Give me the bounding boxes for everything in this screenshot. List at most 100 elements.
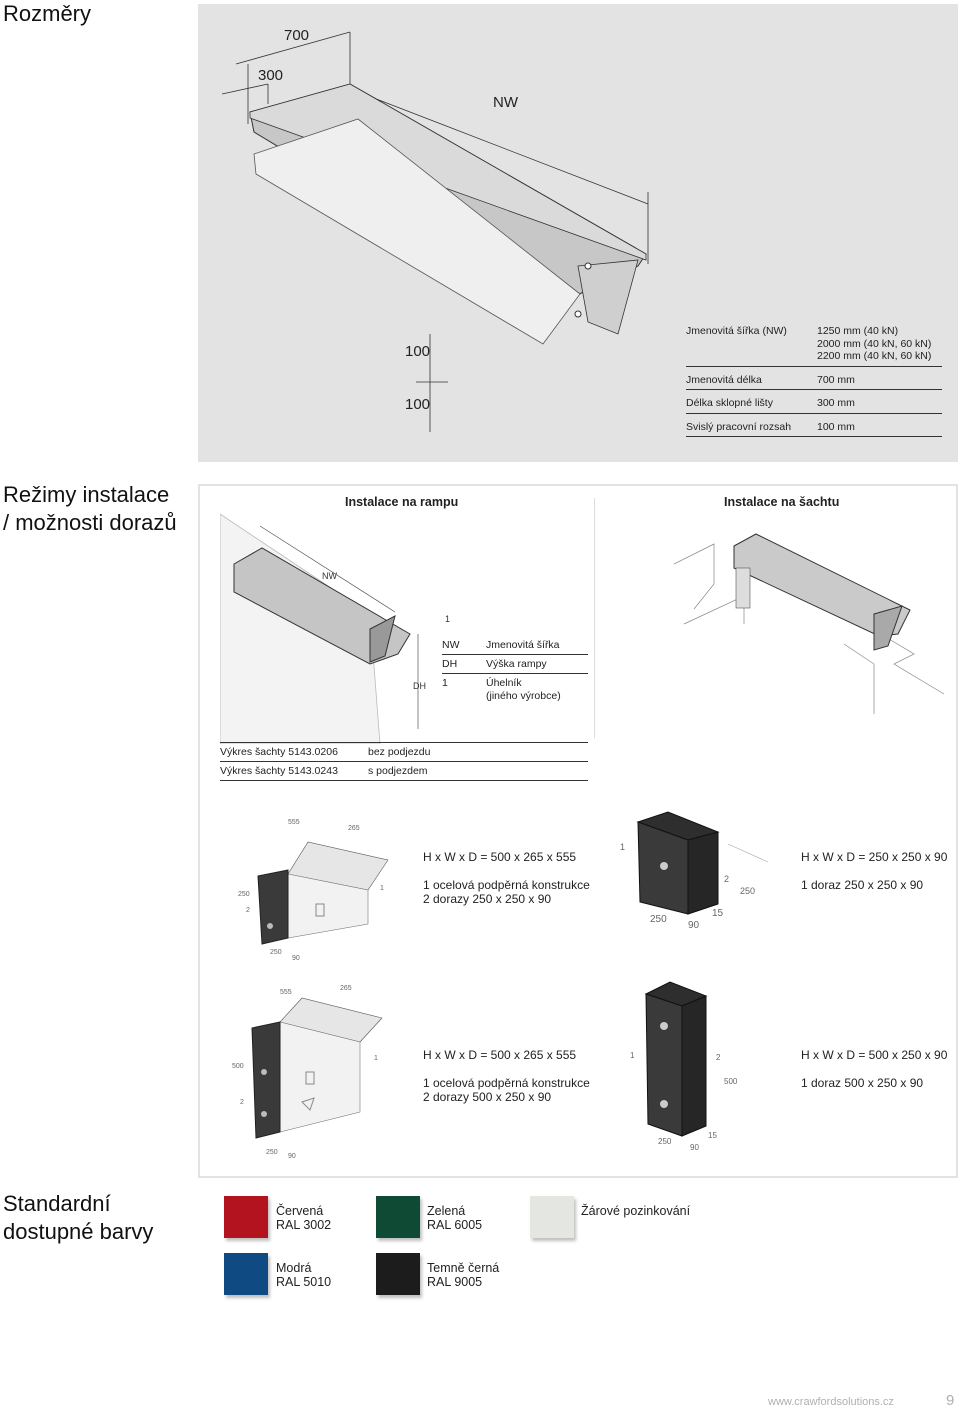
bumper-line: 1 ocelová podpěrná konstrukce <box>423 878 590 892</box>
ramp-dh-label: DH <box>413 681 426 691</box>
b3-bottom2: 90 <box>288 1153 296 1160</box>
ramp-one-label: 1 <box>445 614 450 624</box>
dim-700: 700 <box>284 27 310 44</box>
bumper-dims: H x W x D = 500 x 265 x 555 <box>423 850 577 864</box>
legend-desc: Výška rampy <box>486 658 547 670</box>
bumper-spec-4: H x W x D = 500 x 250 x 90 1 doraz 500 x… <box>801 1048 947 1090</box>
b2-two: 2 <box>724 874 729 884</box>
spec-value: 1250 mm (40 kN) 2000 mm (40 kN, 60 kN) 2… <box>817 325 942 363</box>
bumper-spec-1: H x W x D = 500 x 265 x 555 1 ocelová po… <box>423 850 590 906</box>
spec-row: Jmenovitá šířka (NW) 1250 mm (40 kN) 200… <box>686 322 942 367</box>
bumper-line: 1 doraz 250 x 250 x 90 <box>801 878 924 892</box>
spec-table: Jmenovitá šířka (NW) 1250 mm (40 kN) 200… <box>686 322 942 437</box>
color-swatch-blue <box>224 1253 268 1295</box>
legend-abbr: DH <box>442 658 458 670</box>
bumper-spec-3: H x W x D = 500 x 265 x 555 1 ocelová po… <box>423 1048 590 1104</box>
bumper-spec-2: H x W x D = 250 x 250 x 90 1 doraz 250 x… <box>801 850 947 892</box>
section-title-installation: Režimy instalace / možnosti dorazů <box>3 481 177 537</box>
legend-row: NW Jmenovitá šířka <box>442 636 588 655</box>
b2-bottom3: 15 <box>712 908 724 919</box>
ramp-installation-drawing: NW DH 1 <box>220 513 450 744</box>
drawing-ref-row: Výkres šachty 5143.0243 s podjezdem <box>220 762 588 781</box>
bumper-line: 1 ocelová podpěrná konstrukce <box>423 1076 590 1090</box>
bumper-dims: H x W x D = 500 x 250 x 90 <box>801 1048 948 1062</box>
color-swatch-galvanized <box>530 1196 574 1238</box>
spec-key: Jmenovitá šířka (NW) <box>686 325 787 337</box>
color-name: Žárové pozinkování <box>581 1204 691 1218</box>
section-title-line: Standardní <box>3 1191 111 1216</box>
color-name: Modrá <box>276 1261 312 1275</box>
leveler-dimension-drawing <box>221 31 649 432</box>
pit-installation-drawing <box>674 533 945 714</box>
pit-install-title: Instalace na šachtu <box>724 495 840 509</box>
bumper-dims: H x W x D = 500 x 265 x 555 <box>423 1048 577 1062</box>
spec-row: Jmenovitá délka 700 mm <box>686 371 942 390</box>
bumper-dims: H x W x D = 250 x 250 x 90 <box>801 850 948 864</box>
b4-bottom1: 250 <box>658 1137 672 1146</box>
drawing-desc: bez podjezdu <box>368 746 431 758</box>
color-code: RAL 9005 <box>427 1275 483 1289</box>
color-label-red: Červená RAL 3002 <box>276 1204 331 1232</box>
spec-key: Jmenovitá délka <box>686 373 762 386</box>
b3-one: 1 <box>374 1055 378 1062</box>
b3-two: 2 <box>240 1099 244 1106</box>
spec-value: 300 mm <box>817 397 855 409</box>
legend-row: 1 Úhelník (jiného výrobce) <box>442 674 588 706</box>
spec-value-line: 1250 mm (40 kN) <box>817 325 899 337</box>
color-label-galvanized: Žárové pozinkování <box>581 1204 690 1218</box>
ramp-nw-label: NW <box>322 571 337 581</box>
spec-value-line: 2200 mm (40 kN, 60 kN) <box>817 350 932 362</box>
color-code: RAL 6005 <box>427 1218 483 1232</box>
color-name: Temně černá <box>427 1261 500 1275</box>
panel-divider <box>594 498 595 738</box>
bumper-line: 2 dorazy 500 x 250 x 90 <box>423 1090 552 1104</box>
color-name: Zelená <box>427 1204 466 1218</box>
legend-desc: Úhelník (jiného výrobce) <box>486 677 561 702</box>
section-title-line: Režimy instalace <box>3 482 170 507</box>
b1-two: 2 <box>246 907 250 914</box>
section-title-line: dostupné barvy <box>3 1219 154 1244</box>
color-label-black: Temně černá RAL 9005 <box>427 1261 499 1289</box>
spec-key: Svislý pracovní rozsah <box>686 420 792 433</box>
b3-top1: 555 <box>280 989 292 996</box>
bumper-drawing-4: 1 2 500 250 90 15 <box>630 981 738 1152</box>
dim-100-lower: 100 <box>405 396 431 413</box>
b1-top1: 555 <box>288 819 300 826</box>
spec-key: Délka sklopné lišty <box>686 397 773 409</box>
drawing-desc: s podjezdem <box>368 765 428 777</box>
color-name: Červená <box>276 1204 324 1218</box>
b2-bottom1: 250 <box>650 914 667 925</box>
bumper-drawing-1: 555 265 250 2 1 250 90 <box>238 819 389 962</box>
b3-top2: 265 <box>340 985 352 992</box>
ramp-install-title: Instalace na rampu <box>345 495 459 509</box>
spec-value: 700 mm <box>817 373 855 386</box>
footer-url[interactable]: www.crawfordsolutions.cz <box>768 1396 894 1408</box>
b4-one: 1 <box>630 1051 635 1060</box>
color-code: RAL 3002 <box>276 1218 332 1232</box>
drawing-refs: Výkres šachty 5143.0206 bez podjezdu Výk… <box>220 742 588 781</box>
b3-side: 500 <box>232 1063 244 1070</box>
spec-value-line: 2000 mm (40 kN, 60 kN) <box>817 337 932 350</box>
b4-two: 2 <box>716 1053 721 1062</box>
dim-100-upper: 100 <box>405 343 431 360</box>
b4-bottom3: 15 <box>708 1131 717 1140</box>
bumper-line: 2 dorazy 250 x 250 x 90 <box>423 892 552 906</box>
legend-row: DH Výška rampy <box>442 655 588 674</box>
dimensions-drawing-panel: 700 300 NW 100 100 Jmenovitá šířka (NW) … <box>198 4 958 462</box>
legend-abbr: 1 <box>442 677 448 689</box>
section-title-line: / možnosti dorazů <box>3 510 177 535</box>
page-number: 9 <box>946 1392 955 1409</box>
spec-value: 100 mm <box>817 420 855 433</box>
color-label-blue: Modrá RAL 5010 <box>276 1261 331 1289</box>
section-title-colors: Standardní dostupné barvy <box>3 1190 153 1246</box>
legend-desc: Jmenovitá šířka <box>486 639 560 651</box>
dim-nw: NW <box>493 94 518 111</box>
bumper-drawing-3: 555 265 500 2 1 250 90 <box>232 985 383 1160</box>
b1-top2: 265 <box>348 825 360 832</box>
color-swatch-green <box>376 1196 420 1238</box>
spec-row: Svislý pracovní rozsah 100 mm <box>686 418 942 437</box>
b1-one: 1 <box>380 885 384 892</box>
bumper-drawing-2: 1 2 250 250 90 15 <box>620 811 769 931</box>
color-swatch-red <box>224 1196 268 1238</box>
drawing-ref: Výkres šachty 5143.0206 <box>220 746 338 758</box>
